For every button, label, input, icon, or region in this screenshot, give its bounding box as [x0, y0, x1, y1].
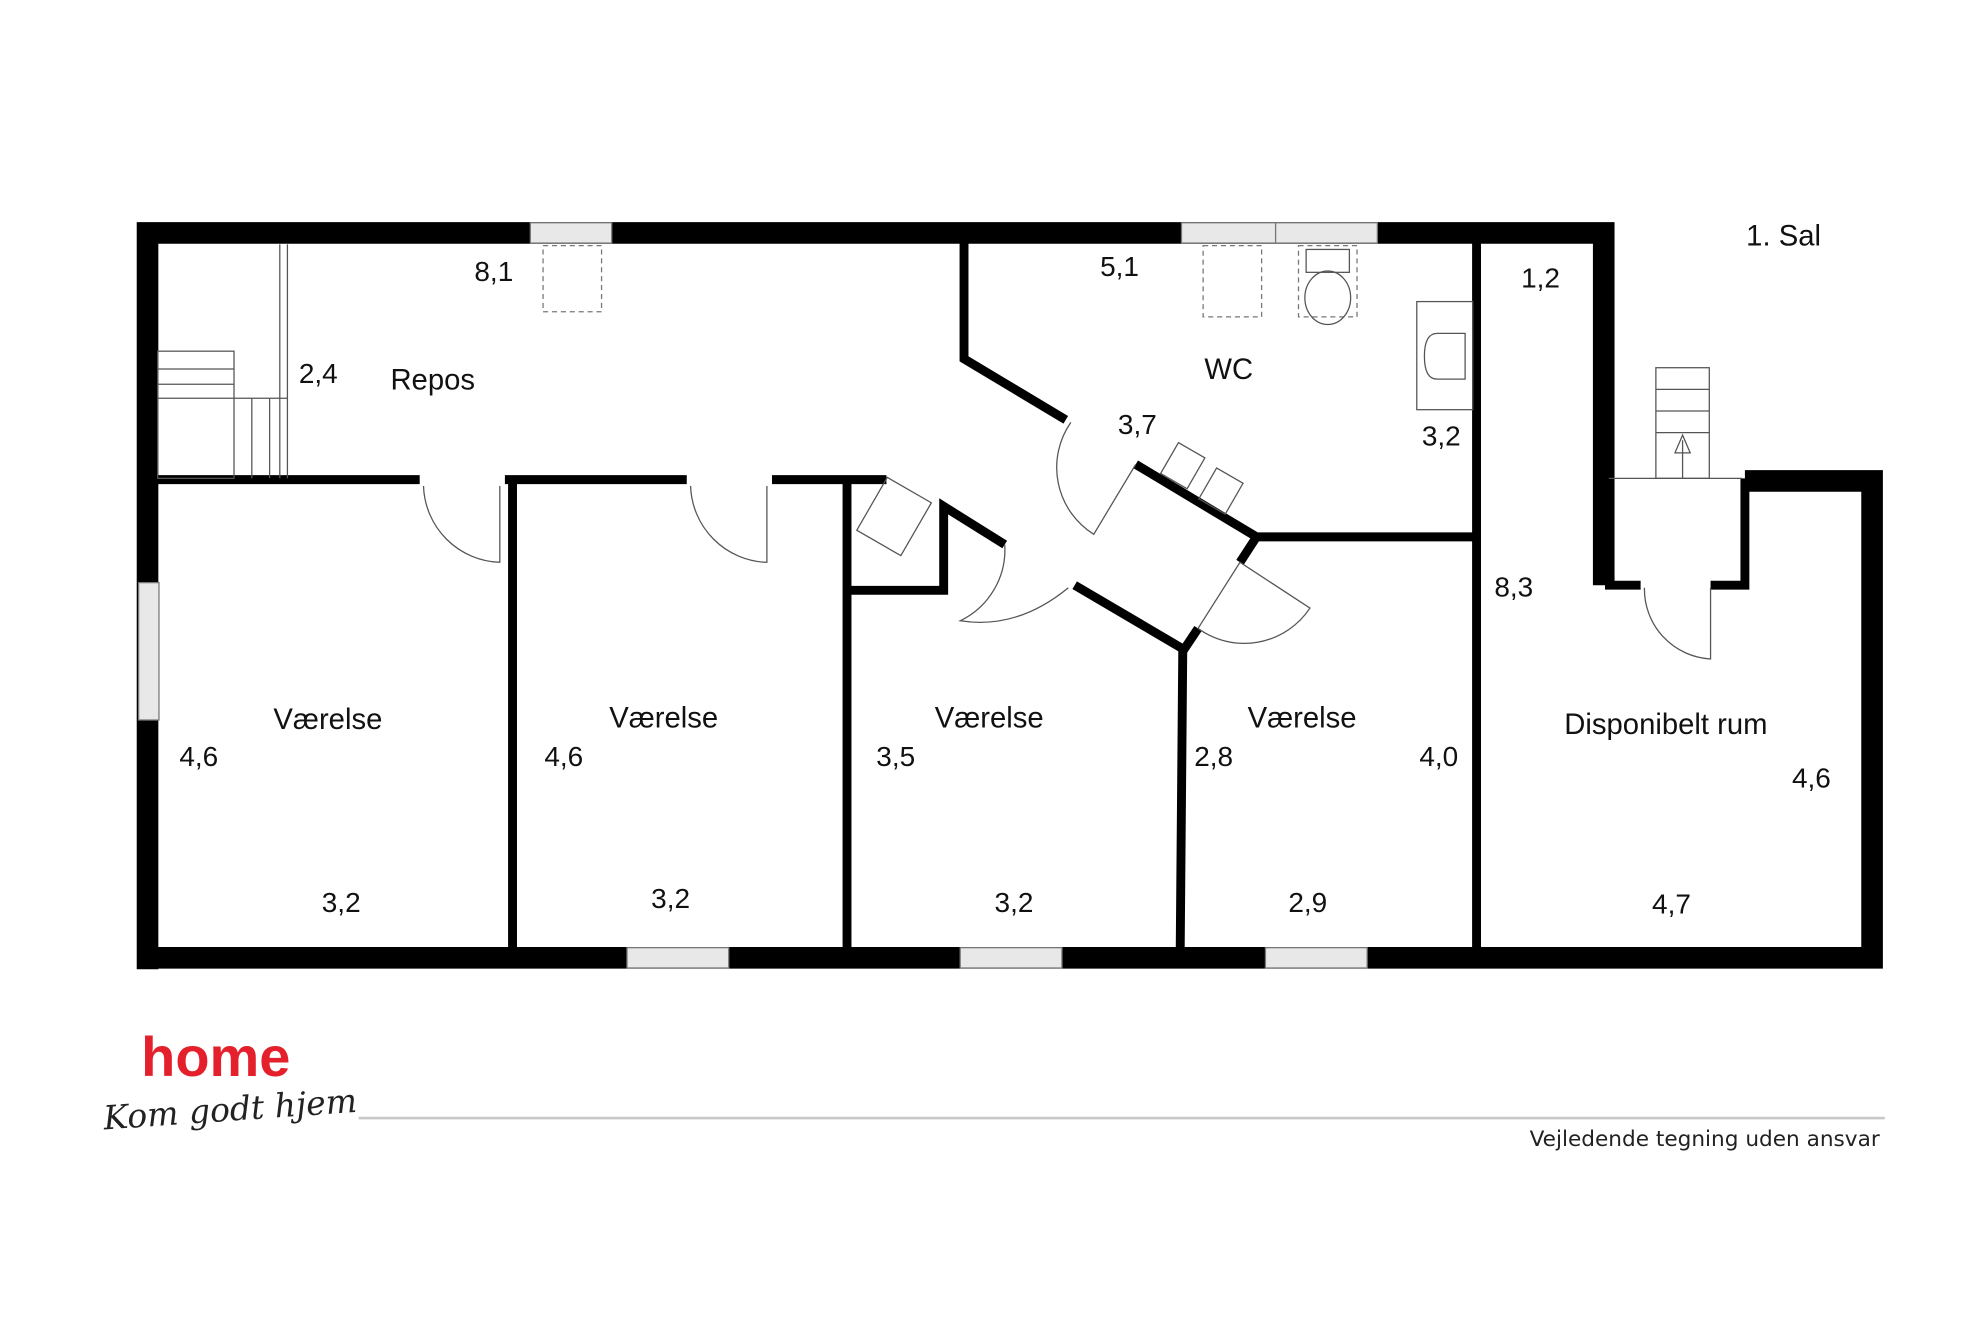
- dimension: 3,2: [651, 883, 690, 914]
- dimension: 3,7: [1118, 409, 1157, 440]
- dimension: 4,6: [544, 741, 583, 772]
- dimension: 8,1: [474, 256, 513, 287]
- dimension: 4,6: [1792, 762, 1831, 793]
- dimension: 3,2: [322, 887, 361, 918]
- dimension: 2,4: [299, 358, 338, 389]
- stairs: [157, 244, 1710, 479]
- dimension: 3,2: [1422, 420, 1461, 451]
- dimension: 1,2: [1521, 263, 1560, 294]
- dimension: 5,1: [1100, 251, 1139, 282]
- dimension: 3,5: [876, 741, 915, 772]
- windows: [137, 222, 1378, 969]
- room-label-vaerelse-1: Værelse: [273, 704, 382, 736]
- brand-logo: home: [141, 1025, 290, 1088]
- room-label-wc: WC: [1204, 354, 1253, 386]
- room-label-vaerelse-2: Værelse: [609, 703, 718, 735]
- brand-slogan: Kom godt hjem: [101, 1081, 358, 1138]
- dimension: 2,8: [1194, 741, 1233, 772]
- room-label-repos: Repos: [390, 364, 475, 396]
- disclaimer: Vejledende tegning uden ansvar: [1530, 1127, 1880, 1152]
- room-label-vaerelse-3: Værelse: [935, 703, 1044, 735]
- dimension: 2,9: [1288, 887, 1327, 918]
- dimension: 3,2: [995, 887, 1034, 918]
- dimension: 8,3: [1494, 572, 1533, 603]
- floor-label: 1. Sal: [1746, 221, 1821, 253]
- fixtures: [542, 244, 1474, 411]
- walls: [136, 222, 1883, 970]
- room-label-disponibelt-rum: Disponibelt rum: [1564, 709, 1767, 741]
- dimension: 4,6: [179, 741, 218, 772]
- dimension: 4,7: [1652, 888, 1691, 919]
- room-label-vaerelse-4: Værelse: [1248, 703, 1357, 735]
- dimension: 4,0: [1419, 741, 1458, 772]
- doors: [422, 422, 1712, 660]
